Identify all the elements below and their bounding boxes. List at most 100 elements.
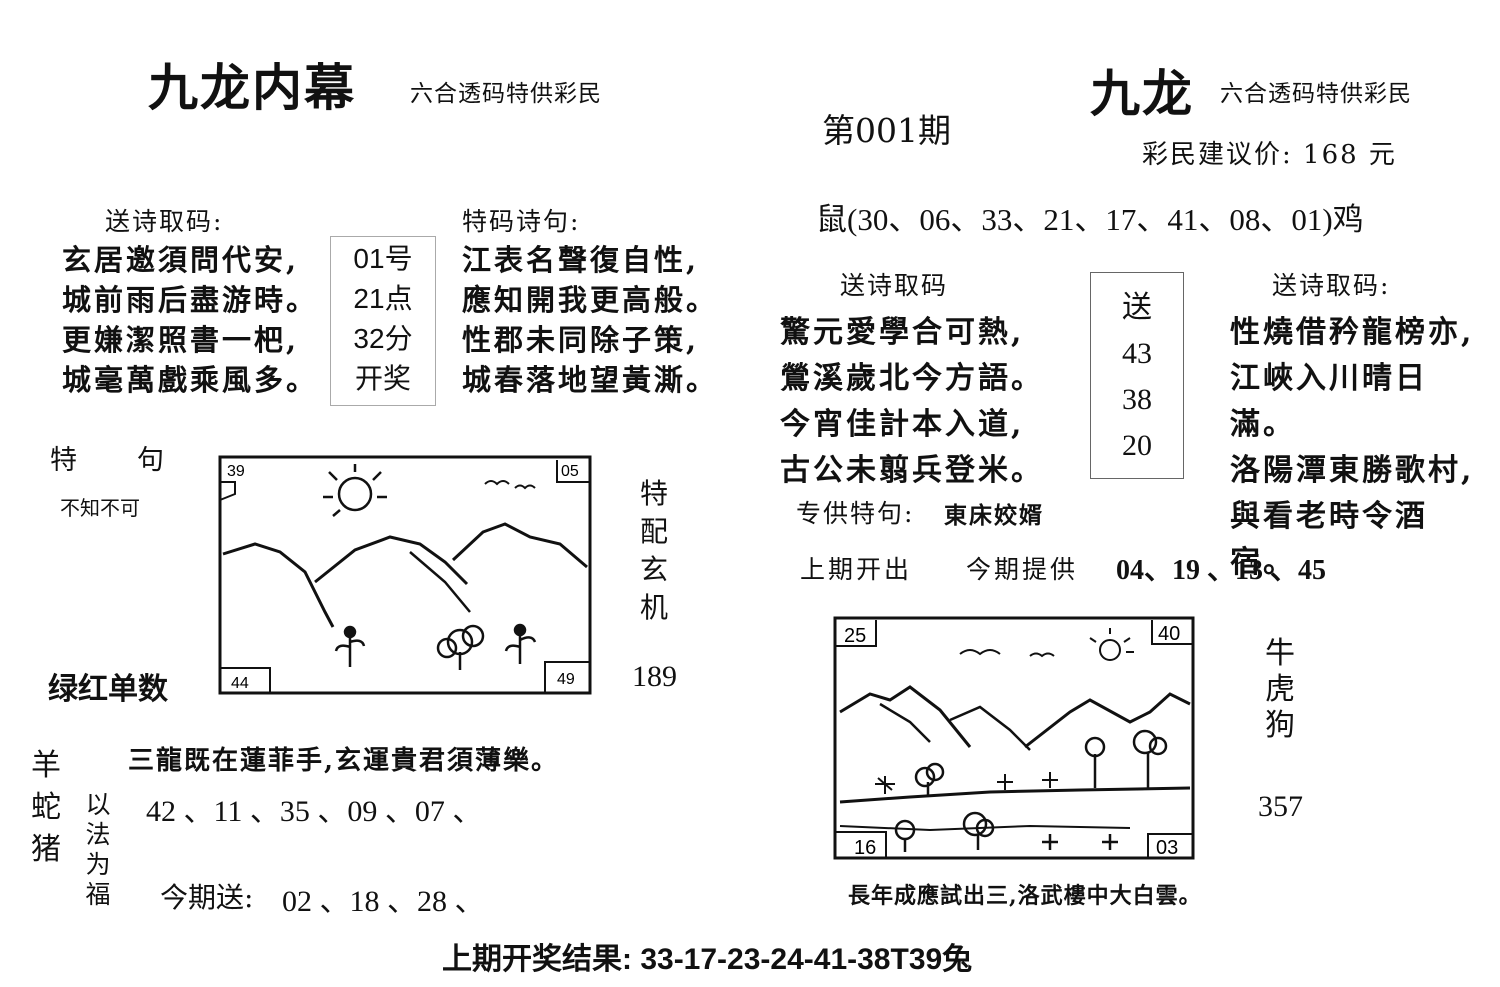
poem-line: 更嫌潔照書一杷,: [62, 323, 300, 357]
this-provide-label: 今期提供: [966, 555, 1079, 584]
left-landscape-drawing: 39 05 44 49: [218, 455, 592, 695]
poem-line: 江表名聲復自性,: [462, 243, 700, 277]
corner-number-tl: 39: [227, 463, 245, 480]
ground-line: [839, 786, 1191, 804]
left-send-poem-label: 送诗取码:: [105, 207, 224, 236]
te-ju-label: 特 句: [50, 445, 166, 476]
poem-line: 驚元愛學合可熱,: [780, 315, 1025, 350]
tree-icon: [914, 762, 945, 796]
poem-line: 江峽入川晴日滿。: [1230, 361, 1428, 442]
left-animals: 羊 蛇 猪: [28, 745, 64, 871]
birds-icon: [484, 480, 536, 490]
number-189: 189: [632, 660, 677, 693]
poem-line: 城毫萬戲乘風多。: [62, 363, 319, 397]
mountain-line: [314, 535, 469, 586]
corner-number-br: 03: [1156, 837, 1178, 859]
rat-rooster-line: 鼠(30、06、33、21、17、41、08、01)鸡: [816, 202, 1364, 237]
sun-icon: [1089, 628, 1134, 661]
last-open-label: 上期开出: [800, 555, 913, 584]
box-line: 01号: [353, 243, 413, 274]
te-ju-text: 不知不可: [60, 498, 140, 520]
mountain-line: [839, 685, 972, 748]
send-label: 今期送:: [160, 881, 254, 914]
box-line: 送: [1122, 291, 1152, 324]
corner-number-tr: 40: [1158, 623, 1180, 645]
mountain-line: [879, 702, 931, 743]
box-line: 38: [1122, 383, 1152, 416]
tree-icon: [436, 624, 485, 670]
poem-line: 城前雨后盡游時。: [62, 283, 319, 317]
green-red-label: 绿红单数: [48, 673, 168, 706]
plant-icon: [334, 625, 366, 667]
three-dragons-line: 三龍既在蓮菲手,玄運貴君須薄樂。: [128, 746, 560, 776]
fa-char: 福: [85, 880, 111, 909]
picture-frame: [833, 616, 1195, 860]
corner-number-bl: 16: [854, 837, 876, 859]
picture-frame: [218, 455, 592, 695]
poem-line: 玄居邀須問代安,: [62, 243, 300, 277]
box-line: 20: [1122, 429, 1152, 462]
corner-number-tr: 05: [561, 463, 579, 480]
mountain-line: [1024, 692, 1191, 749]
tree-icon: [1132, 729, 1168, 788]
corner-number-bl: 44: [231, 675, 249, 692]
animal-char: 虎: [1265, 672, 1295, 707]
box-line: 32分: [353, 323, 413, 354]
left-subtitle: 六合透码特供彩民: [410, 81, 602, 107]
poem-line: 應知開我更高般。: [462, 283, 719, 317]
animal-char: 狗: [1265, 708, 1295, 743]
box-line: 43: [1122, 337, 1152, 370]
right-animals: 牛 虎 狗: [1262, 636, 1298, 744]
box-line: 21点: [353, 283, 413, 314]
poem-line: 性燒借矜龍榜亦,: [1230, 315, 1475, 350]
plant-icon: [875, 772, 1058, 794]
animal-char: 猪: [31, 832, 61, 867]
left-special-poem: 江表名聲復自性, 應知開我更高般。 性郡未同除子策, 城春落地望黃澌。: [462, 240, 722, 400]
mountain-line: [451, 522, 588, 569]
right-poem-left: 驚元愛學合可熱, 鶯溪歲北今方語。 今宵佳計本入道, 古公未翦兵登米。: [780, 310, 1070, 494]
animal-char: 羊: [31, 748, 61, 783]
right-title: 九龙: [1090, 64, 1194, 123]
left-time-box: 01号 21点 32分 开奖: [330, 236, 436, 406]
animal-char: 蛇: [31, 790, 61, 825]
last-result: 上期开奖结果: 33-17-23-24-41-38T39兔: [442, 943, 973, 976]
price: 彩民建议价: 168 元: [1142, 140, 1397, 170]
ground-line: [839, 824, 1131, 832]
mountain-line: [949, 705, 1031, 751]
provide-numbers: 04、19 、13 、45: [1116, 555, 1327, 586]
tree-icon: [894, 811, 1118, 852]
corner-number-br: 49: [557, 671, 575, 688]
mountain-line: [222, 542, 335, 628]
right-poem-right: 性燒借矜龍榜亦, 江峽入川晴日滿。 洛陽潭東勝歌村, 與看老時令酒宿。: [1230, 310, 1492, 586]
issue-number: 第001期: [822, 111, 951, 150]
left-title: 九龙内幕: [148, 58, 356, 117]
poem-line: 城春落地望黃澌。: [462, 363, 719, 397]
poem-line: 古公未翦兵登米。: [780, 453, 1044, 488]
right-send-poem-label-right: 送诗取码:: [1272, 271, 1391, 300]
fa-char: 法: [85, 820, 111, 849]
vertical-char: 机: [639, 591, 668, 624]
vertical-char: 玄: [639, 553, 668, 586]
left-special-poem-label: 特码诗句:: [462, 207, 581, 236]
poem-line: 與看老時令酒宿。: [1230, 499, 1428, 580]
right-landscape-drawing: 25 40 16 03: [833, 616, 1195, 860]
plant-icon: [504, 623, 537, 664]
sun-icon: [323, 464, 387, 517]
right-bottom-poem: 長年成應試出三,洛武樓中大白雲。: [848, 883, 1202, 909]
left-numbers-line: 42 、11 、35 、09 、07 、: [146, 795, 483, 828]
fa-char: 为: [85, 850, 111, 879]
animal-char: 牛: [1265, 636, 1295, 671]
poem-line: 鶯溪歲北今方語。: [780, 361, 1044, 396]
birds-icon: [959, 649, 1055, 658]
fa-char: 以: [85, 790, 111, 819]
right-send-poem-label-left: 送诗取码: [840, 271, 949, 300]
left-send-poem: 玄居邀須問代安, 城前雨后盡游時。 更嫌潔照書一杷, 城毫萬戲乘風多。: [62, 240, 342, 400]
poem-line: 洛陽潭東勝歌村,: [1230, 453, 1475, 488]
box-line: 开奖: [354, 363, 411, 394]
send-numbers: 02 、18 、28 、: [282, 885, 485, 918]
special-ju-text: 東床姣婿: [944, 502, 1044, 529]
right-subtitle: 六合透码特供彩民: [1220, 81, 1412, 107]
number-357: 357: [1258, 790, 1303, 823]
vertical-char: 特: [639, 477, 668, 510]
poem-line: 今宵佳計本入道,: [780, 407, 1025, 442]
